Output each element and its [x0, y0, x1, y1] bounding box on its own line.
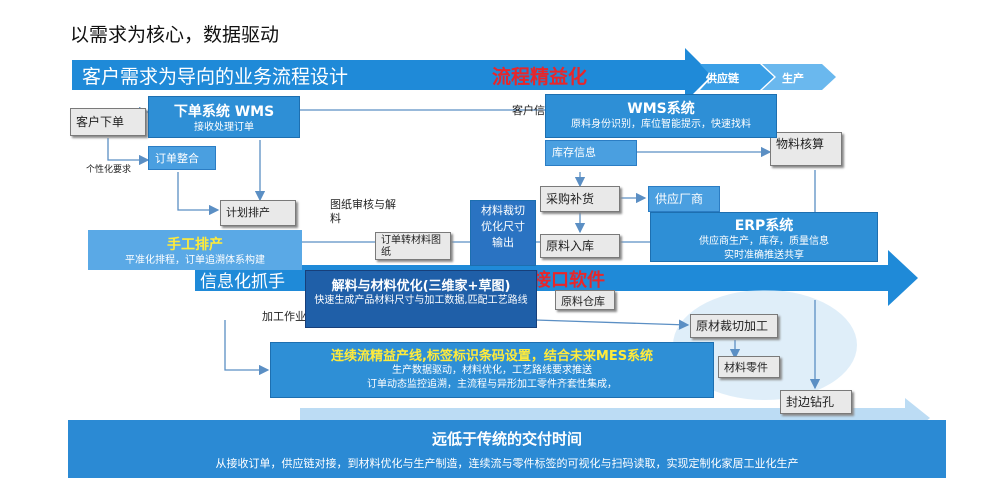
personalized-label: 个性化要求 — [86, 165, 132, 175]
cutting-text: 材料裁切优化尺寸输出 — [481, 204, 525, 249]
material-calc-box: 物料核算 — [770, 132, 842, 166]
top-banner-right-text: 流程精益化 — [492, 66, 588, 88]
order-drawing-box: 订单转材料图纸 — [375, 232, 451, 260]
wms-system-subtitle: 原料身份识别，库位智能提示，快速找料 — [571, 119, 751, 130]
continuous-flow-title: 连续流精益产线,标签标识条码设置，结合未来MES系统 — [330, 349, 654, 364]
receiving-box: 原料入库 — [540, 234, 620, 258]
erp-sub2: 实时准确推送共享 — [724, 250, 804, 261]
footer-title: 远低于传统的交付时间 — [431, 430, 582, 448]
customer-label: 客户信 — [512, 104, 545, 117]
cutting-callout: 材料裁切优化尺寸输出 — [470, 200, 536, 266]
inventory-box: 库存信息 — [545, 140, 637, 166]
drawing-review-label: 图纸审核与解料 — [330, 198, 396, 225]
middle-banner-left-text: 信息化抓手 — [200, 272, 285, 292]
wms-system-title: WMS系统 — [627, 101, 695, 117]
top-banner-left-text: 客户需求为导向的业务流程设计 — [82, 66, 349, 88]
continuous-flow-sub2: 订单动态监控追溯，主流程与异形加工零件齐套性集成， — [367, 379, 617, 390]
manual-schedule-subtitle: 平准化排程，订单追溯体系构建 — [125, 255, 265, 266]
tail-chevron-label-1: 供应链 — [706, 72, 739, 85]
erp-title: ERP系统 — [734, 218, 794, 234]
middle-banner-right-text: 接口软件 — [533, 270, 605, 291]
order-wms-callout: 下单系统 WMS 接收处理订单 — [148, 96, 300, 138]
raw-cut-box: 原材裁切加工 — [690, 314, 778, 338]
nesting-title: 解料与材料优化(三维家+草图) — [331, 279, 511, 294]
purchase-box: 采购补货 — [540, 186, 620, 212]
customer-order-box: 客户下单 — [70, 108, 146, 136]
order-wms-title: 下单系统 WMS — [173, 104, 275, 120]
middle-banner-arrow — [195, 250, 918, 306]
nesting-callout: 解料与材料优化(三维家+草图) 快速生成产品材料尺寸与加工数据,匹配工艺路线 — [305, 270, 537, 328]
schedule-box: 计划排产 — [220, 200, 296, 226]
supplier-box: 供应厂商 — [648, 186, 720, 212]
erp-callout: ERP系统 供应商生产，库存，质量信息 实时准确推送共享 — [650, 212, 878, 262]
order-wms-subtitle: 接收处理订单 — [194, 122, 254, 133]
edge-drill-box: 封边钻孔 — [780, 390, 852, 414]
page-heading: 以需求为核心，数据驱动 — [70, 24, 280, 46]
order-merge-box: 订单整合 — [148, 146, 216, 170]
top-banner-arrow — [72, 48, 712, 102]
tail-chevron-label-2: 生产 — [782, 72, 804, 85]
manual-schedule-callout: 手工排产 平准化排程，订单追溯体系构建 — [88, 230, 302, 270]
continuous-flow-sub1: 生产数据驱动，材料优化，工艺路线要求推送 — [392, 365, 592, 376]
wms-system-callout: WMS系统 原料身份识别，库位智能提示，快速找料 — [545, 94, 777, 138]
raw-store-box: 原料仓库 — [555, 290, 615, 310]
footer-panel: 远低于传统的交付时间 从接收订单，供应链对接，到材料优化与生产制造，连续流与零件… — [68, 420, 946, 478]
manual-schedule-title: 手工排产 — [167, 237, 223, 253]
parts-box: 材料零件 — [718, 356, 780, 378]
nesting-subtitle: 快速生成产品材料尺寸与加工数据,匹配工艺路线 — [314, 295, 528, 306]
erp-sub1: 供应商生产，库存，质量信息 — [699, 236, 829, 247]
continuous-flow-callout: 连续流精益产线,标签标识条码设置，结合未来MES系统 生产数据驱动，材料优化，工… — [270, 342, 714, 398]
processing-label: 加工作业 — [262, 310, 306, 323]
footer-subtitle: 从接收订单，供应链对接，到材料优化与生产制造，连续流与零件标签的可视化与扫码读取… — [215, 457, 799, 470]
tail-chevron-1 — [700, 64, 774, 90]
tail-chevron-2 — [762, 64, 836, 90]
